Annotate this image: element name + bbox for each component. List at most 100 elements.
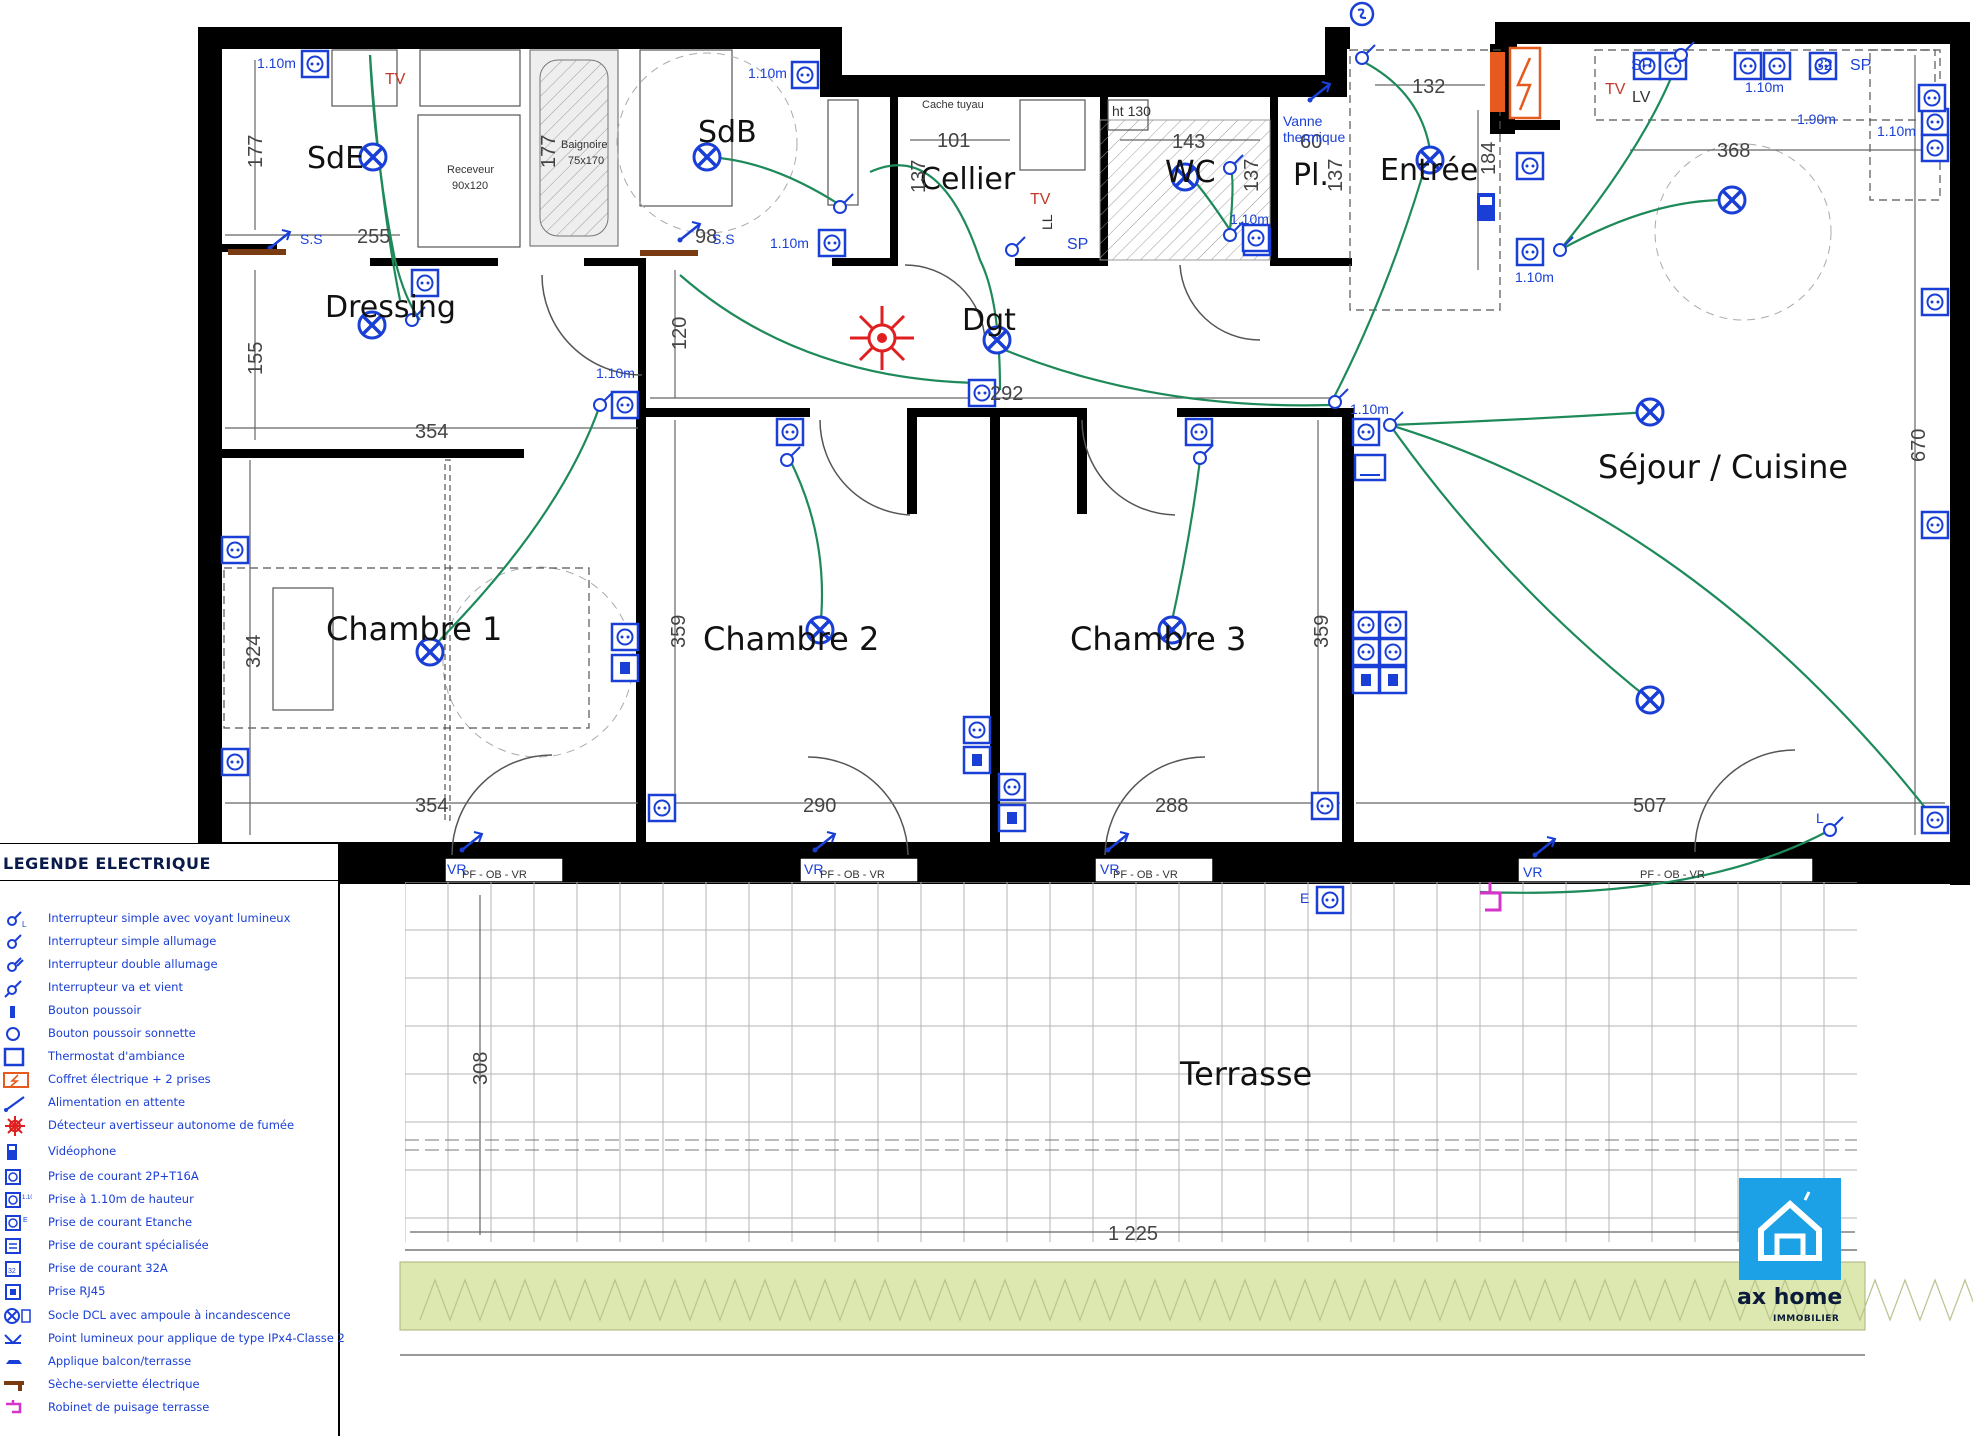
svg-text:PF - OB - VR: PF - OB - VR (1113, 869, 1178, 881)
legend-item: Socle DCL avec ampoule à incandescence (0, 1306, 338, 1326)
legend-item: Vidéophone (0, 1142, 338, 1162)
room-sejour: Séjour / Cuisine (1598, 448, 1848, 486)
switch-simple-icon (2, 932, 32, 952)
svg-text:288: 288 (1155, 795, 1188, 817)
svg-text:TV: TV (385, 71, 406, 88)
legend-item: 1.10mPrise à 1.10m de hauteur (0, 1190, 338, 1210)
room-terrasse: Terrasse (1179, 1055, 1312, 1093)
svg-text:368: 368 (1717, 140, 1750, 162)
socket-waterproof-icon: E (2, 1213, 32, 1233)
svg-text:290: 290 (803, 795, 836, 817)
fixtures (223, 49, 1941, 821)
house-icon (1739, 1178, 1841, 1280)
svg-text:98: 98 (695, 226, 717, 248)
socket-special-icon (2, 1236, 32, 1256)
svg-text:Baignoire: Baignoire (561, 139, 607, 151)
svg-text:75x170: 75x170 (568, 155, 604, 167)
doorbell-icon (1349, 1, 1375, 27)
svg-text:1.10m: 1.10m (596, 365, 635, 381)
svg-text:177: 177 (538, 135, 560, 168)
svg-text:90x120: 90x120 (452, 180, 488, 192)
svg-text:E: E (23, 1217, 28, 1224)
svg-text:1.10m: 1.10m (1230, 211, 1269, 227)
svg-text:thermique: thermique (1283, 129, 1345, 145)
legend-label: Vidéophone (48, 1144, 117, 1158)
svg-text:VR: VR (804, 861, 823, 877)
svg-text:ht 130: ht 130 (1112, 103, 1151, 119)
room-sdb: SdB (698, 115, 757, 150)
push-button-icon (2, 1001, 32, 1021)
svg-text:507: 507 (1633, 795, 1666, 817)
svg-text:L: L (1816, 810, 1824, 826)
legend-label: Prise de courant 2P+T16A (48, 1169, 199, 1183)
light-point-icon (2, 1329, 32, 1349)
legend-label: Coffret électrique + 2 prises (48, 1072, 211, 1086)
svg-text:308: 308 (470, 1052, 492, 1085)
electrical-panel-icon (1490, 46, 1542, 120)
electrical-panel-icon (2, 1070, 32, 1090)
svg-text:137: 137 (1241, 159, 1263, 192)
legend-item: Bouton poussoir sonnette (0, 1024, 338, 1044)
svg-text:SP: SP (1850, 57, 1871, 74)
svg-text:359: 359 (668, 615, 690, 648)
svg-text:SP: SP (1631, 57, 1652, 74)
svg-text:VR: VR (1523, 864, 1542, 880)
svg-text:1.10m: 1.10m (257, 55, 296, 71)
legend-item: Alimentation en attente (0, 1093, 338, 1113)
room-sde: SdE (307, 141, 364, 176)
svg-text:SP: SP (1067, 236, 1088, 253)
legend-item: Prise de courant spécialisée (0, 1236, 338, 1256)
legend-title: LEGENDE ELECTRIQUE (3, 854, 211, 873)
room-wc: WC (1165, 155, 1216, 190)
dcl-icon (1635, 685, 1665, 715)
legend-item: Interrupteur va et vient (0, 978, 338, 998)
rj45-icon (2, 1282, 32, 1302)
room-chambre1: Chambre 1 (326, 610, 502, 648)
legend-item: Interrupteur double allumage (0, 955, 338, 975)
legend-label: Point lumineux pour applique de type IPx… (48, 1331, 345, 1345)
legend-label: Applique balcon/terrasse (48, 1354, 192, 1368)
legend-label: Détecteur avertisseur autonome de fumée (48, 1118, 295, 1132)
svg-text:32: 32 (8, 1268, 16, 1275)
svg-text:TV: TV (1030, 191, 1051, 208)
legend-label: Robinet de puisage terrasse (48, 1400, 210, 1414)
dcl-icon (2, 1306, 32, 1326)
socket-icon (2, 1167, 32, 1187)
svg-text:60: 60 (1300, 131, 1322, 153)
legend-item: Applique balcon/terrasse (0, 1352, 338, 1372)
doors (451, 264, 1796, 856)
legend-label: Prise RJ45 (48, 1284, 106, 1298)
legend-item: Interrupteur simple allumage (0, 932, 338, 952)
svg-text:32: 32 (1815, 57, 1833, 74)
legend-item: Coffret électrique + 2 prises (0, 1070, 338, 1090)
smoke-detector-icon (850, 306, 914, 370)
legend-label: Thermostat d'ambiance (48, 1049, 185, 1063)
svg-text:PF - OB - VR: PF - OB - VR (820, 869, 885, 881)
doorbell-icon (2, 1024, 32, 1044)
svg-text:324: 324 (243, 635, 265, 668)
svg-text:1.10m: 1.10m (1877, 123, 1916, 139)
switch-double-icon (2, 955, 32, 975)
svg-text:Receveur: Receveur (447, 164, 494, 176)
svg-text:Vanne: Vanne (1283, 113, 1323, 129)
legend-item: Thermostat d'ambiance (0, 1047, 338, 1067)
svg-text:137: 137 (1325, 159, 1347, 192)
svg-text:1.10m: 1.10m (748, 65, 787, 81)
legend-item: Prise de courant 2P+T16A (0, 1167, 338, 1187)
socket-32a-icon: 32 (2, 1259, 32, 1279)
legend-label: Bouton poussoir (48, 1003, 142, 1017)
svg-text:137: 137 (908, 160, 930, 193)
svg-text:1 225: 1 225 (1108, 1223, 1158, 1245)
legend-item: Point lumineux pour applique de type IPx… (0, 1329, 345, 1349)
svg-text:670: 670 (1908, 429, 1930, 462)
room-entree: Entrée (1380, 153, 1478, 188)
svg-text:143: 143 (1172, 131, 1205, 153)
svg-text:E: E (1300, 890, 1309, 906)
svg-text:354: 354 (415, 421, 448, 443)
svg-text:S.S: S.S (712, 231, 735, 247)
company-logo: ax home IMMOBILIER (1737, 1178, 1857, 1324)
legend-label: Interrupteur double allumage (48, 957, 218, 971)
svg-text:354: 354 (415, 795, 448, 817)
